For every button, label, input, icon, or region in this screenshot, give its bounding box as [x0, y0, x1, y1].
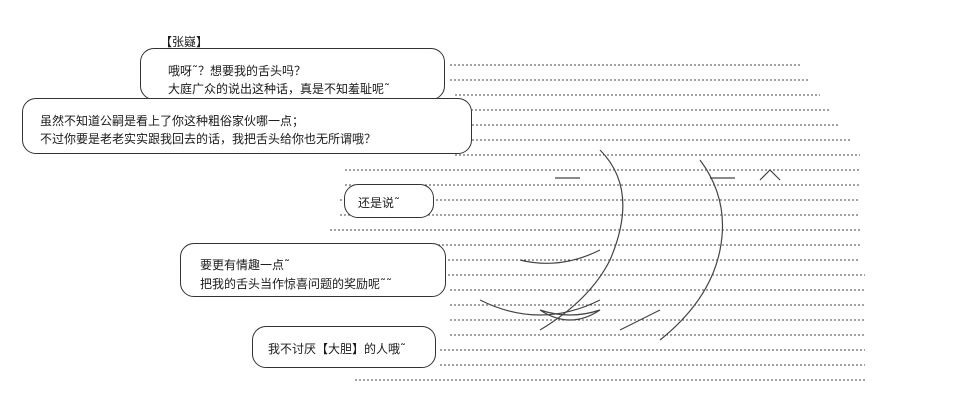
bubble-3-line-1: 还是说˜ — [358, 196, 401, 210]
speech-bubble-2 — [22, 98, 472, 154]
speech-bubble-4 — [180, 243, 446, 297]
bubble-5-line-1: 我不讨厌【大胆】的人哦˜ — [268, 342, 407, 356]
bubble-4-line-1: 要更有情趣一点˜ — [200, 258, 291, 272]
bubble-1-line-2: 大庭广众的说出这种话，真是不知羞耻呢˜ — [168, 82, 391, 96]
bubble-2-line-2: 不过你要是老老实实跟我回去的话，我把舌头给你也无所谓哦？ — [40, 132, 377, 146]
bubble-4-line-2: 把我的舌头当作惊喜问题的奖励呢˜˜ — [200, 277, 393, 291]
bubble-2-line-1: 虽然不知道公嗣是看上了你这种粗俗家伙哪一点； — [40, 114, 305, 128]
bubble-1-line-1: 哦呀˜？想要我的舌头吗？ — [168, 64, 307, 78]
speech-bubble-3 — [344, 184, 434, 218]
speaker-name: 【张嶷】 — [160, 35, 209, 49]
speech-bubble-5 — [252, 326, 436, 368]
